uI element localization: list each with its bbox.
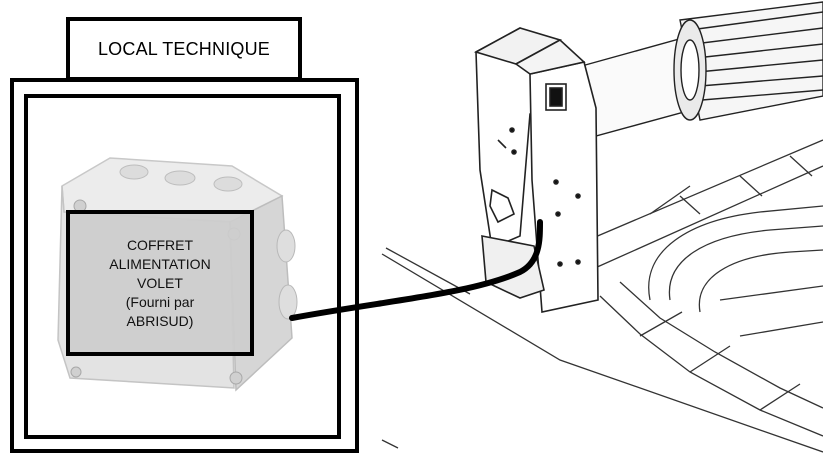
coffret-label-box: COFFRET ALIMENTATION VOLET (Fourni par A… — [66, 210, 254, 356]
local-technique-label: LOCAL TECHNIQUE — [97, 38, 271, 59]
shutter-roller-drawing — [559, 1, 823, 143]
shutter-bracket-drawing — [473, 27, 599, 313]
coffret-line-3: VOLET — [137, 274, 183, 291]
coffret-line-1: COFFRET — [126, 236, 194, 253]
technical-room-inner-wall — [24, 94, 341, 439]
coffret-line-4: (Fourni par — [125, 293, 195, 310]
technical-room-outer-wall — [10, 78, 359, 453]
coffret-line-2: ALIMENTATION — [109, 255, 211, 272]
coffret-line-5: ABRISUD) — [126, 312, 194, 329]
local-technique-label-box: LOCAL TECHNIQUE — [66, 17, 302, 81]
pool-deck-drawing — [381, 139, 823, 453]
